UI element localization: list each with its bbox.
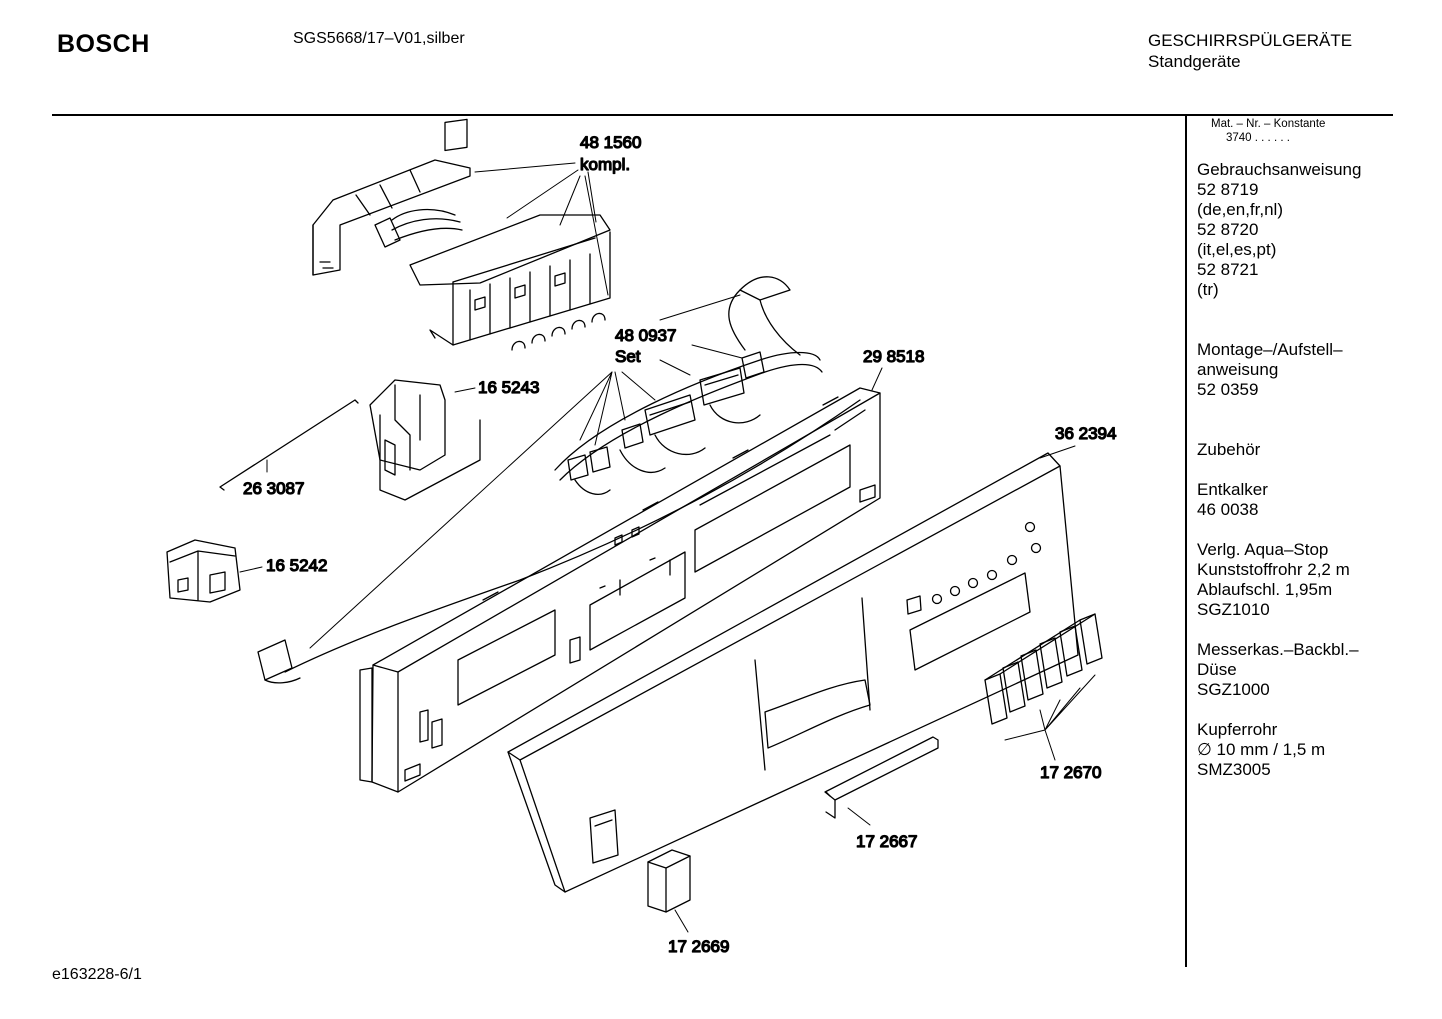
header-divider xyxy=(52,114,1393,116)
category-block: GESCHIRRSPÜLGERÄTE Standgeräte xyxy=(1148,30,1352,72)
sidebar-group-cutlery: Messerkas.–Backbl.– Düse SGZ1000 xyxy=(1197,640,1359,699)
label-26-3087: 26 3087 xyxy=(243,479,304,498)
sidebar-divider xyxy=(1185,116,1187,967)
wiring-harness-48-0937 xyxy=(554,276,823,495)
part-16-5243 xyxy=(369,379,481,501)
drawing-id: e163228-6/1 xyxy=(52,966,142,983)
frame-29-8518 xyxy=(359,387,881,793)
label-48-0937: 48 0937 xyxy=(615,326,676,345)
label-17-2669: 17 2669 xyxy=(668,937,729,956)
label-29-8518: 29 8518 xyxy=(863,347,924,366)
display-strip-17-2667 xyxy=(824,736,939,819)
sidebar-group-copper-pipe: Kupferrohr ∅ 10 mm / 1,5 m SMZ3005 xyxy=(1197,720,1326,779)
sidebar-subheading: 3740 . . . . . . xyxy=(1226,132,1290,144)
category-title: GESCHIRRSPÜLGERÄTE xyxy=(1148,31,1353,50)
exploded-diagram: 48 1560 kompl. 48 0937 Set 29 8518 16 52… xyxy=(166,118,1117,957)
buttons-17-2670 xyxy=(984,613,1103,725)
label-17-2670: 17 2670 xyxy=(1040,763,1101,782)
label-17-2667: 17 2667 xyxy=(856,832,917,851)
sidebar: Mat. – Nr. – Konstante 3740 . . . . . . … xyxy=(1197,118,1432,780)
sidebar-group-descaler: Entkalker 46 0038 xyxy=(1197,480,1268,519)
label-48-0937-note: Set xyxy=(615,347,641,366)
leader-lines xyxy=(239,162,1096,933)
label-16-5243: 16 5243 xyxy=(478,378,539,397)
sidebar-heading: Mat. – Nr. – Konstante xyxy=(1211,118,1326,130)
control-module-48-1560 xyxy=(312,118,611,351)
label-48-1560-note: kompl. xyxy=(580,155,630,174)
model-number: SGS5668/17–V01,silber xyxy=(293,30,465,47)
sidebar-group-manual: Gebrauchsanweisung 52 8719 (de,en,fr,nl)… xyxy=(1197,160,1362,299)
label-16-5242: 16 5242 xyxy=(266,556,327,575)
sidebar-group-installation: Montage–/Aufstell– anweisung 52 0359 xyxy=(1197,340,1343,399)
part-17-2669 xyxy=(647,849,691,913)
part-26-3087 xyxy=(219,399,359,491)
label-36-2394: 36 2394 xyxy=(1055,424,1116,443)
sidebar-group-aquastop: Verlg. Aqua–Stop Kunststoffrohr 2,2 m Ab… xyxy=(1197,540,1350,619)
sidebar-group-accessories: Zubehör xyxy=(1197,440,1261,459)
category-subtitle: Standgeräte xyxy=(1148,52,1241,71)
long-cable xyxy=(284,399,861,673)
cable-plug xyxy=(257,639,301,684)
brand-logo: BOSCH xyxy=(57,30,150,58)
part-16-5242 xyxy=(166,539,241,603)
front-panel-36-2394 xyxy=(507,452,1079,893)
label-48-1560: 48 1560 xyxy=(580,133,641,152)
